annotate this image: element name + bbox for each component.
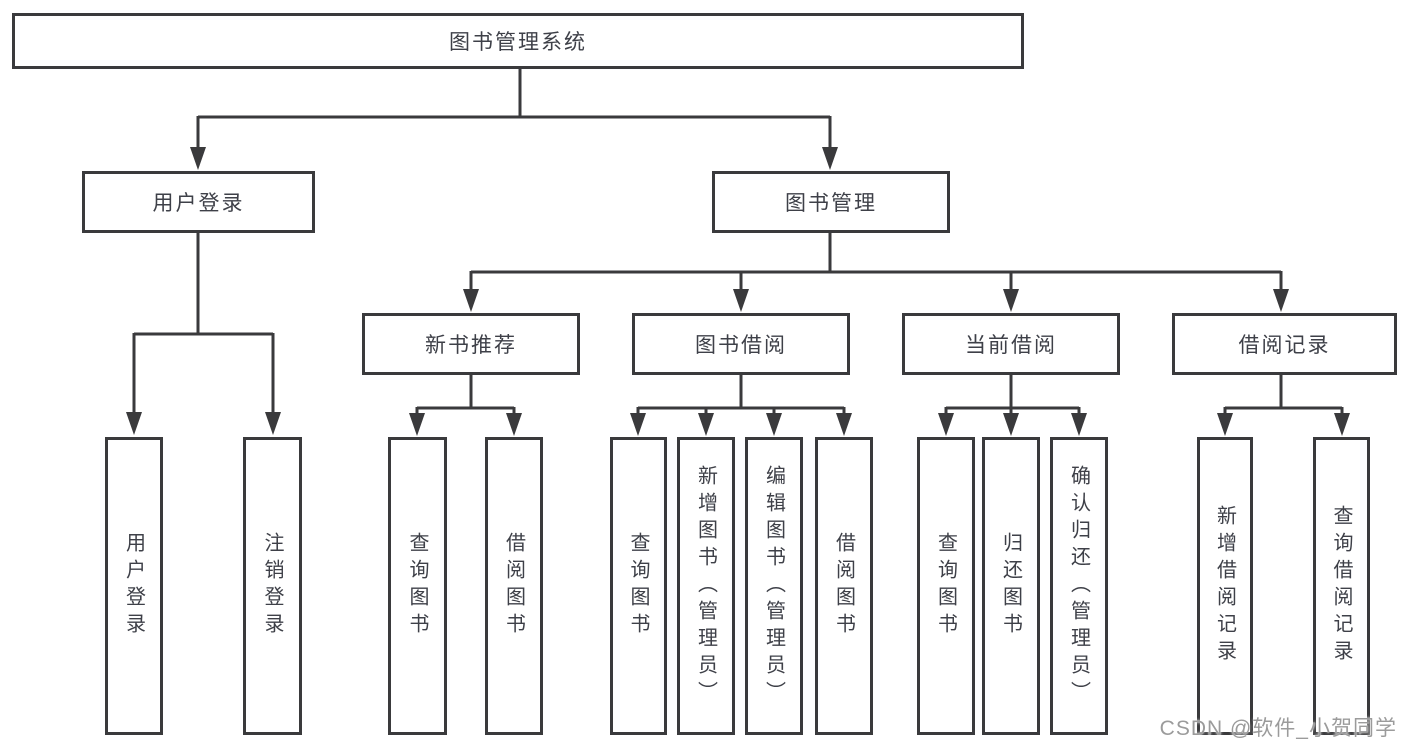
leaf-logout: 注销登录 [243,437,302,735]
node-new-book-recommend: 新书推荐 [362,313,580,375]
csdn-watermark: CSDN @软件_小贺同学 [1159,717,1397,740]
node-borrow-records: 借阅记录 [1172,313,1397,375]
leaf-confirm-return-admin: 确认归还（管理员） [1050,437,1108,735]
leaf-edit-book-admin: 编辑图书（管理员） [745,437,803,735]
node-current-borrow: 当前借阅 [902,313,1120,375]
node-user-login: 用户登录 [82,171,315,233]
leaf-borrow-books-recommend: 借阅图书 [485,437,543,735]
leaf-user-login: 用户登录 [105,437,163,735]
node-root-library-system: 图书管理系统 [12,13,1024,69]
leaf-return-book: 归还图书 [982,437,1040,735]
leaf-borrow-books: 借阅图书 [815,437,873,735]
leaf-query-borrow-record: 查询借阅记录 [1313,437,1370,735]
leaf-query-books-borrow: 查询图书 [610,437,667,735]
arrowhead-icons [126,147,1350,436]
leaf-query-books-recommend: 查询图书 [388,437,447,735]
leaf-add-borrow-record: 新增借阅记录 [1197,437,1253,735]
leaf-query-books-current: 查询图书 [917,437,975,735]
node-book-management: 图书管理 [712,171,950,233]
leaf-add-book-admin: 新增图书（管理员） [677,437,735,735]
node-book-borrow: 图书借阅 [632,313,850,375]
